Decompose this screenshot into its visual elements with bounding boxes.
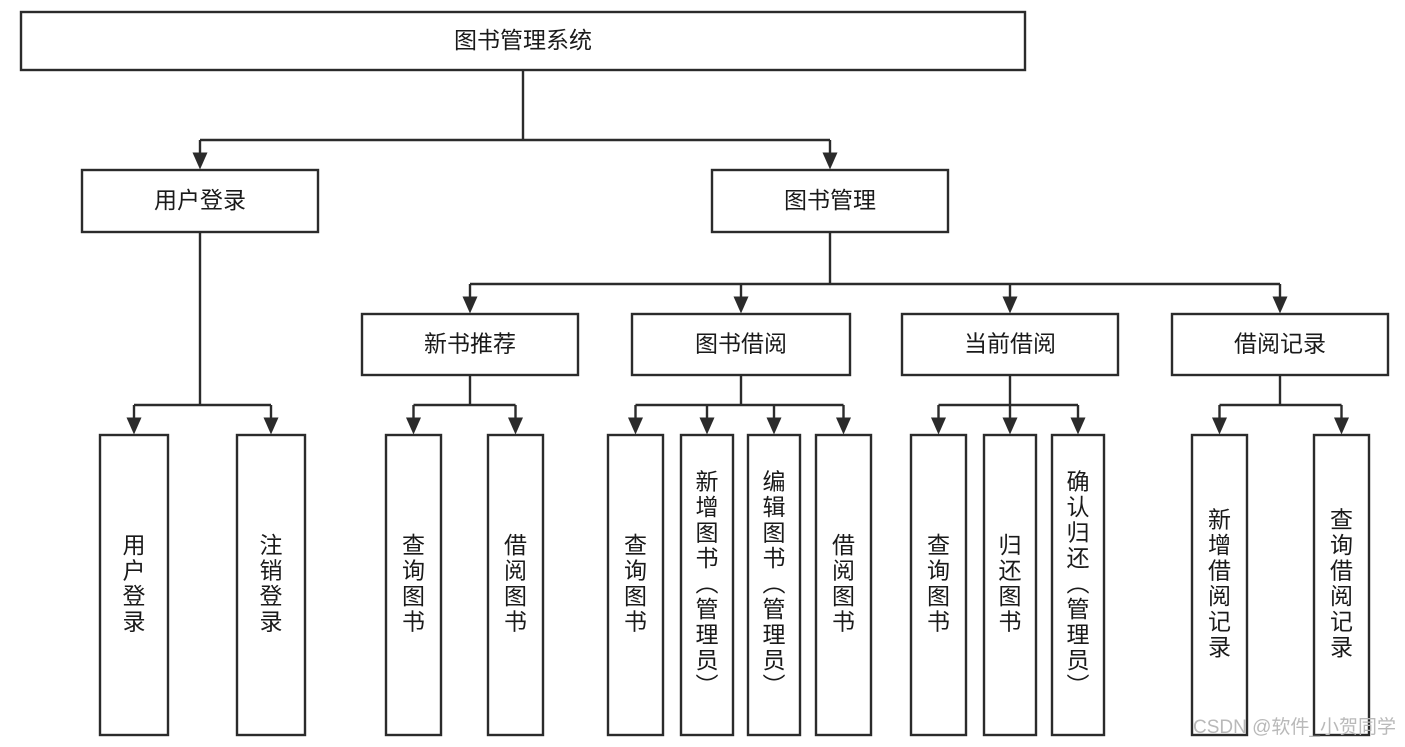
arrow-head-cb-confirm-return — [1070, 417, 1086, 435]
node-user-login[interactable]: 用户登录 — [80, 168, 320, 234]
node-bb-edit-book[interactable]: 编辑图书︵管理员︶ — [746, 433, 802, 737]
arrow-head-book-management — [822, 152, 838, 170]
node-nb-borrow-book[interactable]: 借阅图书 — [486, 433, 545, 737]
arrow-head-bb-edit-book — [766, 417, 782, 435]
node-label-new-book-recommend: 新书推荐 — [424, 331, 516, 357]
csdn-watermark: CSDN @软件_小贺同学 — [1193, 716, 1396, 738]
node-new-book-recommend[interactable]: 新书推荐 — [360, 312, 580, 377]
node-label-bb-edit-book: 编辑图书︵管理员︶ — [763, 468, 786, 698]
node-label-nb-query-book: 查询图书 — [402, 532, 425, 635]
node-book-management[interactable]: 图书管理 — [710, 168, 950, 234]
node-label-bb-add-book: 新增图书︵管理员︶ — [696, 468, 719, 698]
node-label-borrow-record: 借阅记录 — [1234, 331, 1326, 357]
node-borrow-record[interactable]: 借阅记录 — [1170, 312, 1390, 377]
arrow-head-new-book-recommend — [462, 296, 478, 314]
node-label-cb-confirm-return: 确认归还︵管理员︶ — [1067, 468, 1090, 698]
node-box-nb-borrow-book — [486, 433, 545, 737]
node-label-cb-return-book: 归还图书 — [999, 532, 1022, 635]
node-current-borrow[interactable]: 当前借阅 — [900, 312, 1120, 377]
node-box-br-query-record — [1312, 433, 1371, 737]
node-root[interactable]: 图书管理系统 — [19, 10, 1027, 72]
node-label-bb-borrow-book: 借阅图书 — [832, 532, 855, 635]
node-label-book-management: 图书管理 — [784, 187, 876, 213]
node-box-bb-add-book — [679, 433, 735, 737]
node-cb-return-book[interactable]: 归还图书 — [982, 433, 1038, 737]
node-box-br-add-record — [1190, 433, 1249, 737]
arrow-head-br-add-record — [1212, 417, 1227, 435]
node-label-current-borrow: 当前借阅 — [964, 331, 1056, 357]
node-label-user-logout-leaf: 注销登录 — [260, 532, 283, 635]
arrow-head-cb-return-book — [1002, 417, 1018, 435]
node-label-cb-query-book: 查询图书 — [927, 532, 950, 635]
node-user-login-leaf[interactable]: 用户登录 — [98, 433, 170, 737]
arrow-head-user-login — [192, 152, 208, 170]
node-box-nb-query-book — [384, 433, 443, 737]
node-label-br-query-record: 查询借阅记录 — [1330, 507, 1353, 661]
arrow-head-current-borrow — [1002, 296, 1018, 314]
node-bb-add-book[interactable]: 新增图书︵管理员︶ — [679, 433, 735, 737]
arrow-head-bb-query-book — [628, 417, 643, 435]
node-box-book-borrow — [630, 312, 852, 377]
arrow-head-borrow-record — [1272, 296, 1288, 314]
node-cb-confirm-return[interactable]: 确认归还︵管理员︶ — [1050, 433, 1106, 737]
node-label-root: 图书管理系统 — [454, 27, 592, 53]
node-label-nb-borrow-book: 借阅图书 — [504, 532, 527, 635]
arrow-head-book-borrow — [733, 296, 749, 314]
node-nb-query-book[interactable]: 查询图书 — [384, 433, 443, 737]
arrow-head-br-query-record — [1334, 417, 1349, 435]
node-br-add-record[interactable]: 新增借阅记录 — [1190, 433, 1249, 737]
node-box-root — [19, 10, 1027, 72]
arrow-head-bb-borrow-book — [836, 417, 851, 435]
node-box-bb-borrow-book — [814, 433, 873, 737]
node-book-borrow[interactable]: 图书借阅 — [630, 312, 852, 377]
node-box-cb-query-book — [909, 433, 968, 737]
node-box-current-borrow — [900, 312, 1120, 377]
node-label-book-borrow: 图书借阅 — [695, 331, 787, 357]
node-box-borrow-record — [1170, 312, 1390, 377]
node-bb-query-book[interactable]: 查询图书 — [606, 433, 665, 737]
arrow-head-user-login-leaf — [126, 417, 142, 435]
arrow-head-user-logout-leaf — [263, 417, 279, 435]
node-bb-borrow-book[interactable]: 借阅图书 — [814, 433, 873, 737]
node-label-br-add-record: 新增借阅记录 — [1208, 507, 1231, 661]
arrow-head-cb-query-book — [931, 417, 946, 435]
node-box-bb-edit-book — [746, 433, 802, 737]
node-cb-query-book[interactable]: 查询图书 — [909, 433, 968, 737]
arrow-head-bb-add-book — [699, 417, 715, 435]
arrow-head-nb-query-book — [406, 417, 421, 435]
node-label-user-login: 用户登录 — [154, 187, 246, 213]
node-box-user-logout-leaf — [235, 433, 307, 737]
node-label-bb-query-book: 查询图书 — [624, 532, 647, 635]
node-box-cb-confirm-return — [1050, 433, 1106, 737]
node-layer: 图书管理系统用户登录图书管理新书推荐图书借阅当前借阅借阅记录用户登录注销登录查询… — [19, 10, 1390, 737]
arrow-head-nb-borrow-book — [508, 417, 523, 435]
node-label-user-login-leaf: 用户登录 — [123, 532, 146, 635]
node-box-user-login-leaf — [98, 433, 170, 737]
node-user-logout-leaf[interactable]: 注销登录 — [235, 433, 307, 737]
node-box-book-management — [710, 168, 950, 234]
node-br-query-record[interactable]: 查询借阅记录 — [1312, 433, 1371, 737]
node-box-new-book-recommend — [360, 312, 580, 377]
node-box-bb-query-book — [606, 433, 665, 737]
node-box-user-login — [80, 168, 320, 234]
node-box-cb-return-book — [982, 433, 1038, 737]
connector-layer — [126, 70, 1349, 435]
